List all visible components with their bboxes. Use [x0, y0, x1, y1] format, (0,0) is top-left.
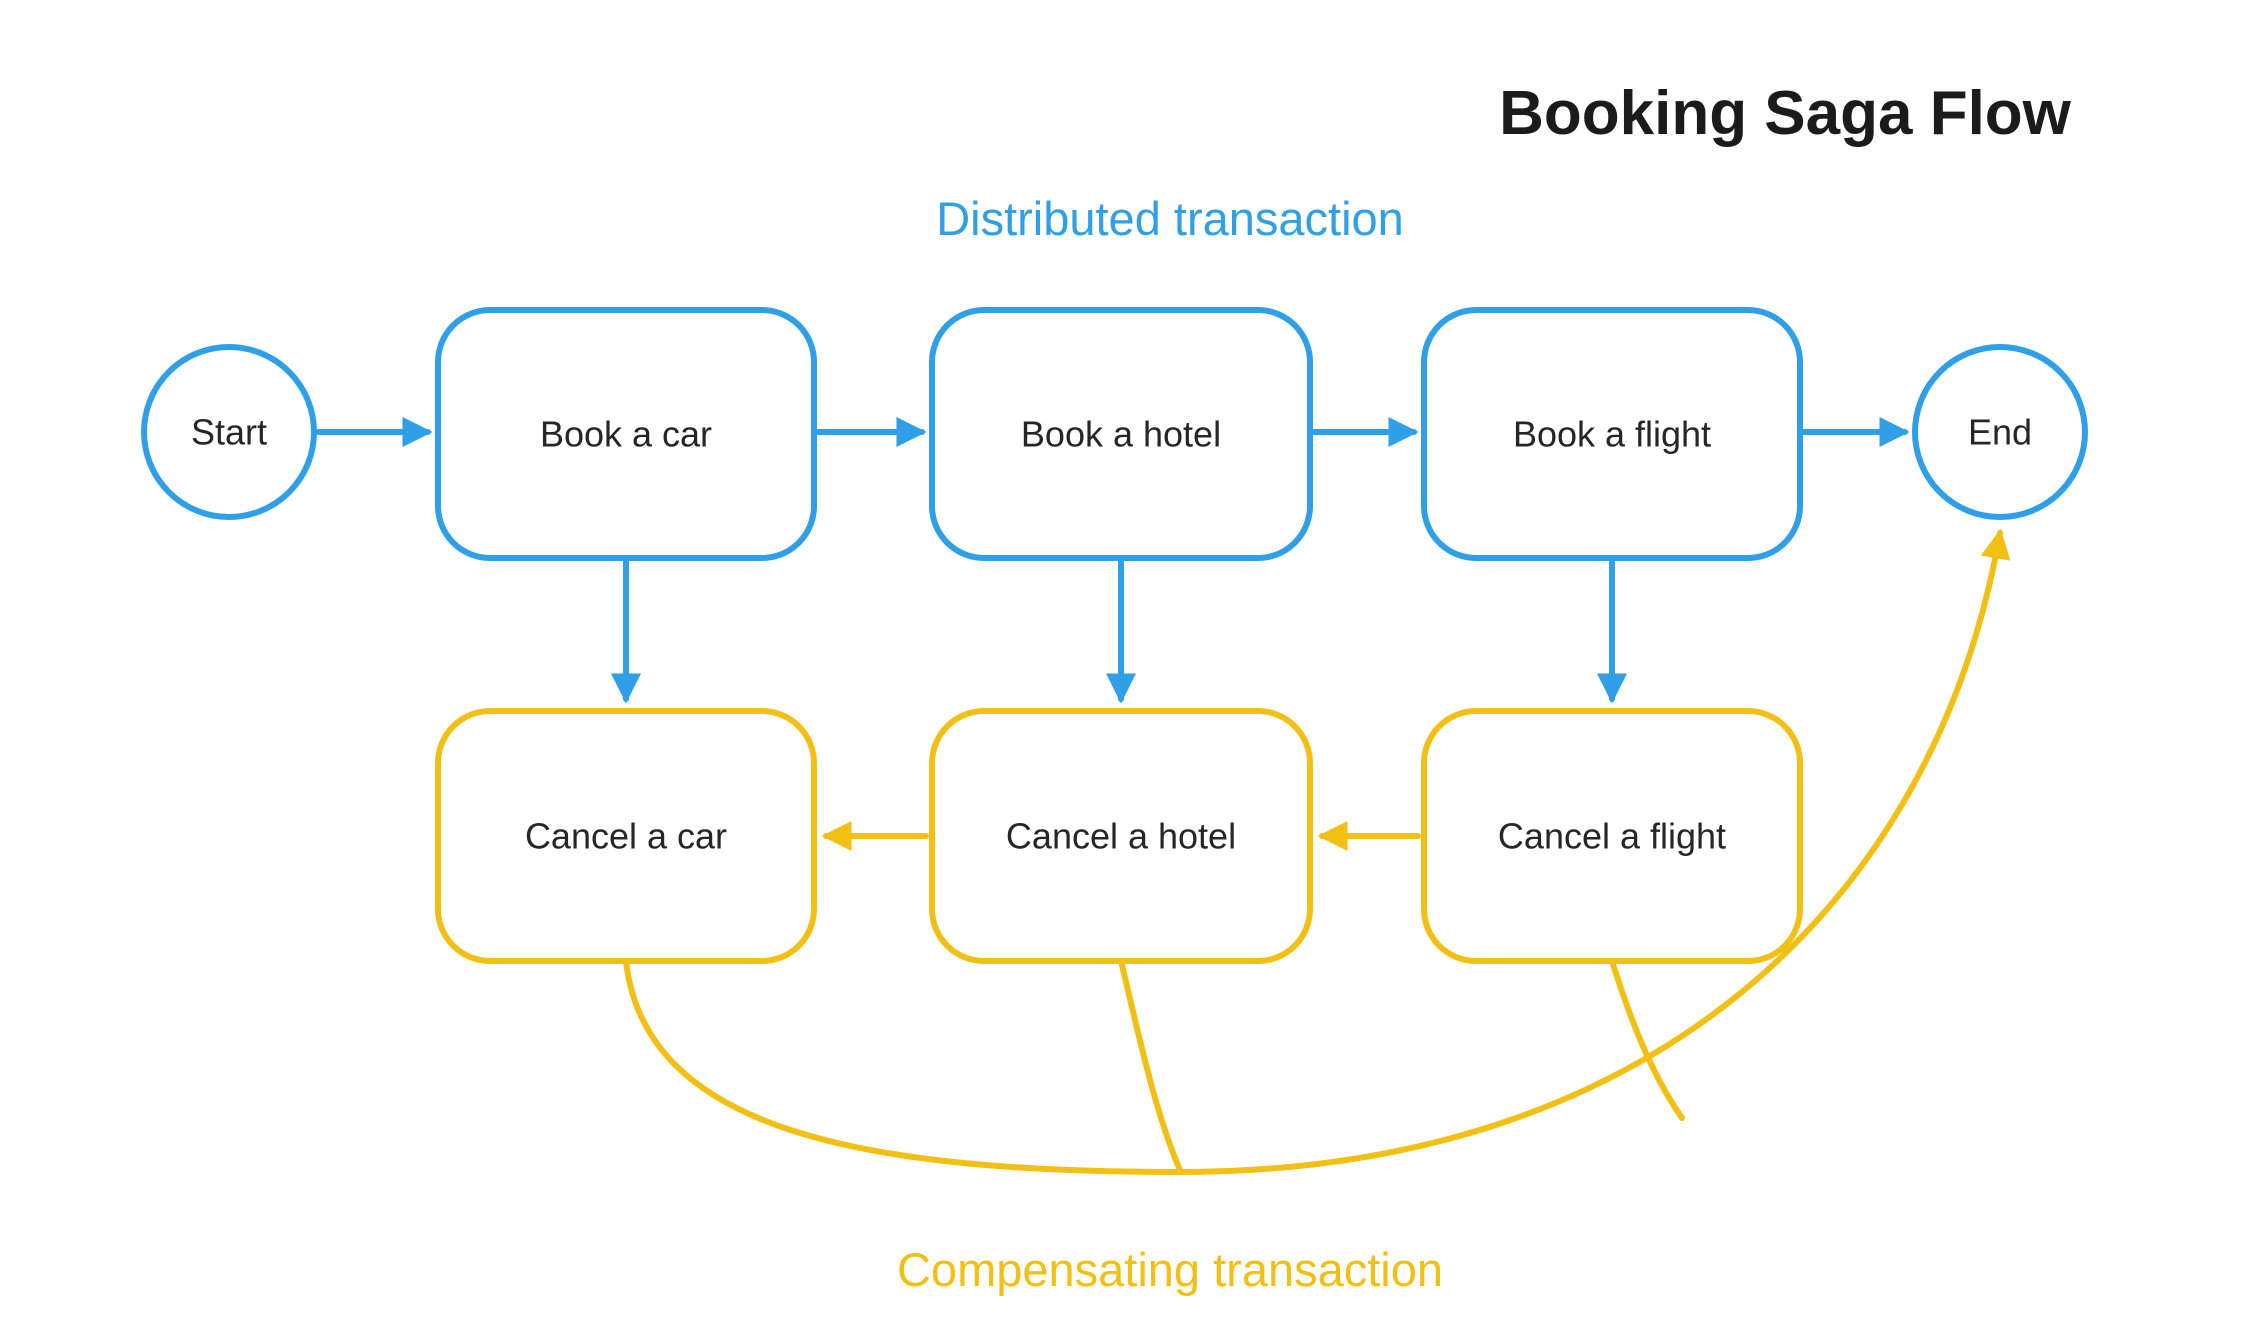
cancel-hotel-node: [929, 708, 1313, 964]
cancel-flight-node: [1421, 708, 1803, 964]
start-node: [141, 344, 317, 520]
edge-cancel-flight-join: [1609, 958, 1685, 1121]
page-title: Booking Saga Flow: [1499, 79, 2072, 148]
end-node: [1912, 344, 2088, 520]
book-hotel-node: [929, 307, 1313, 561]
end-node-label: End: [1968, 412, 2032, 453]
compensating-transaction-label: Compensating transaction: [897, 1243, 1443, 1296]
edge-cancel-car-to-end: [623, 528, 2011, 1176]
distributed-transaction-label: Distributed transaction: [936, 192, 1404, 245]
cancel-car-label: Cancel a car: [525, 816, 727, 857]
cancel-hotel-label: Cancel a hotel: [1006, 816, 1236, 857]
book-flight-label: Book a flight: [1513, 414, 1711, 455]
start-node-label: Start: [191, 412, 267, 453]
book-car-node: [435, 307, 817, 561]
book-hotel-label: Book a hotel: [1021, 414, 1221, 455]
book-car-label: Book a car: [540, 414, 712, 455]
book-flight-node: [1421, 307, 1803, 561]
cancel-car-node: [435, 708, 817, 964]
edge-cancel-hotel-join: [1118, 958, 1183, 1173]
cancel-flight-label: Cancel a flight: [1498, 816, 1726, 857]
